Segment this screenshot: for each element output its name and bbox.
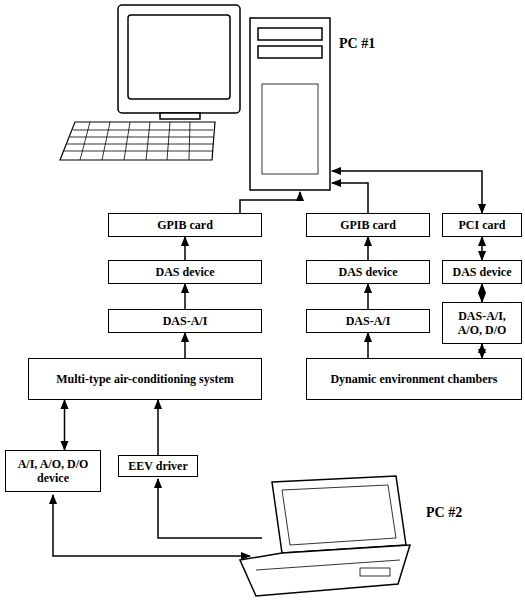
- signal-arrow: [184, 333, 186, 358]
- process-box: DAS device: [442, 260, 522, 284]
- box-label: DAS device: [156, 265, 215, 279]
- box-label: PCI card: [459, 218, 506, 232]
- process-box: Multi-type air-conditioning system: [28, 358, 262, 400]
- signal-arrow: [481, 237, 483, 260]
- laptop: [240, 476, 410, 596]
- box-label: GPIB card: [340, 218, 396, 232]
- process-box: GPIB card: [108, 213, 262, 237]
- signal-arrow: [367, 237, 369, 260]
- box-label: EEV driver: [128, 459, 187, 473]
- box-label: GPIB card: [157, 218, 213, 232]
- monitor: [118, 5, 240, 119]
- box-label: DAS device: [453, 265, 512, 279]
- signal-arrow: [481, 344, 483, 358]
- box-label: DAS-A/I: [163, 314, 208, 328]
- box-label: DAS-A/I: [346, 314, 391, 328]
- process-box: DAS device: [306, 260, 430, 284]
- box-label: Dynamic environment chambers: [330, 372, 497, 386]
- signal-arrow: [184, 284, 186, 309]
- signal-arrow: [184, 237, 186, 260]
- process-box: GPIB card: [306, 213, 430, 237]
- process-box: DAS-A/I, A/O, D/O: [442, 302, 522, 344]
- box-label: DAS device: [339, 265, 398, 279]
- signal-arrow: [367, 333, 369, 358]
- pc-tower: [250, 18, 330, 190]
- signal-arrow: [157, 400, 159, 455]
- process-box: A/I, A/O, D/O device: [5, 450, 101, 492]
- signal-arrow: [64, 400, 66, 450]
- pc-label: PC #2: [425, 505, 463, 521]
- pc-label: PC #1: [338, 36, 376, 52]
- signal-arrow: [367, 284, 369, 309]
- process-box: EEV driver: [118, 455, 198, 477]
- bus-wire: [240, 171, 482, 213]
- process-box: DAS-A/I: [306, 309, 430, 333]
- box-label: A/I, A/O, D/O device: [11, 457, 95, 486]
- signal-arrow: [481, 284, 483, 302]
- keyboard: [60, 122, 215, 160]
- process-box: Dynamic environment chambers: [306, 358, 522, 400]
- box-label: Multi-type air-conditioning system: [56, 372, 234, 386]
- process-box: DAS device: [108, 260, 262, 284]
- process-box: DAS-A/I: [108, 309, 262, 333]
- process-box: PCI card: [442, 213, 522, 237]
- box-label: DAS-A/I, A/O, D/O: [448, 309, 516, 338]
